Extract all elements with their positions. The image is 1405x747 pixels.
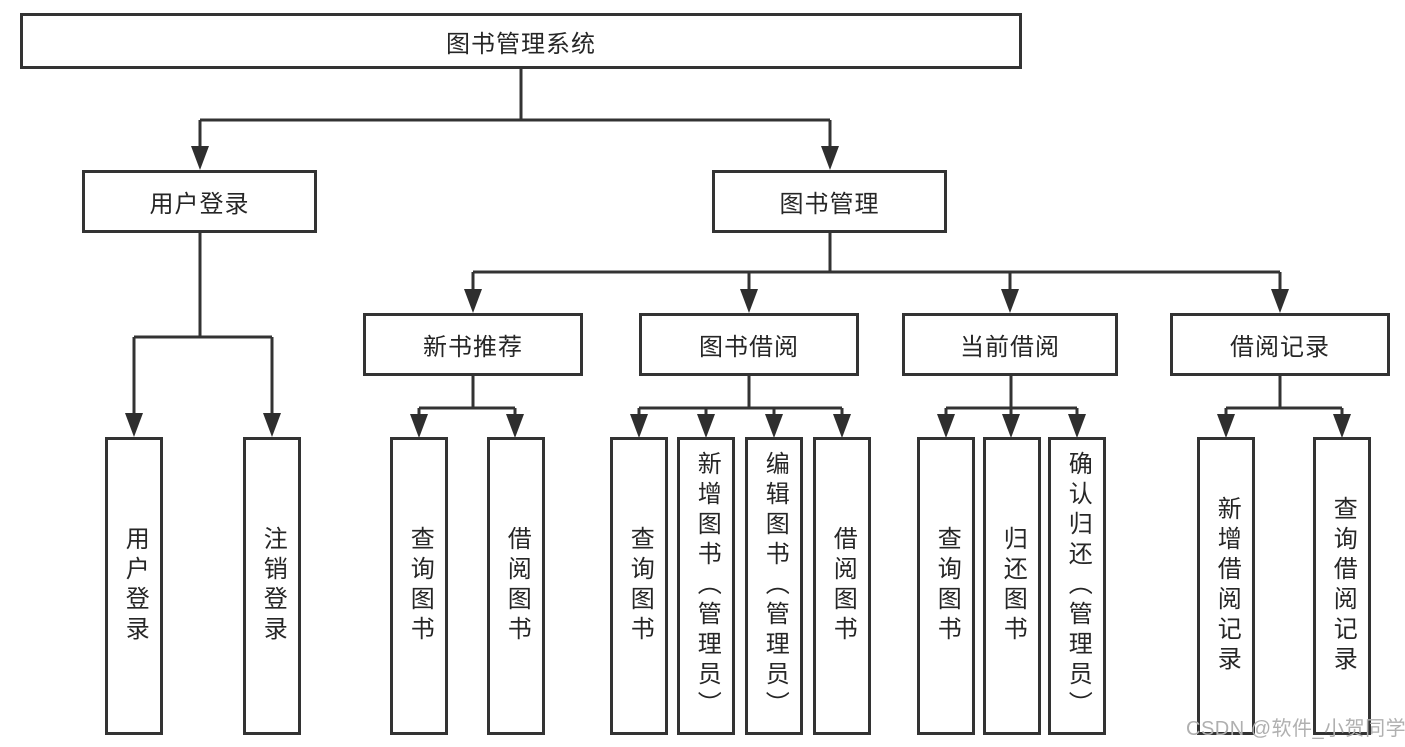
arrowhead-user-login: [191, 146, 209, 170]
node-book-borrow: 图书借阅: [639, 313, 859, 376]
arrowhead-leaf-query-book-cur: [937, 414, 955, 438]
arrowhead-book-borrow: [740, 289, 758, 313]
arrowhead-leaf-add-book: [697, 414, 715, 438]
leaf-add-borrow-record: 新增借阅记录: [1197, 437, 1255, 735]
node-book-borrow-label: 图书借阅: [699, 334, 799, 361]
leaf-query-book-rec: 查询图书: [390, 437, 448, 735]
node-borrow-record: 借阅记录: [1170, 313, 1390, 376]
connector-current-borrow-leaves: [937, 376, 1086, 438]
arrowhead-leaf-borrow-book-bor: [833, 414, 851, 438]
node-borrow-record-label: 借阅记录: [1230, 334, 1330, 361]
connector-book-mgmt-level3: [464, 233, 1289, 313]
leaf-return-book-label: 归还图书: [999, 526, 1027, 646]
leaf-edit-book: 编辑图书（管理员）: [745, 437, 803, 735]
leaf-confirm-return-label: 确认归还（管理员）: [1064, 451, 1092, 721]
arrowhead-leaf-logout: [263, 413, 281, 437]
node-user-login: 用户登录: [82, 170, 317, 233]
leaf-borrow-book-rec: 借阅图书: [487, 437, 545, 735]
leaf-query-borrow-record: 查询借阅记录: [1313, 437, 1371, 735]
leaf-query-book-cur: 查询图书: [917, 437, 975, 735]
arrowhead-leaf-add-borrow-record: [1217, 414, 1235, 438]
node-new-book-rec-label: 新书推荐: [423, 334, 523, 361]
node-user-login-label: 用户登录: [149, 191, 250, 218]
leaf-borrow-book-bor-label: 借阅图书: [829, 526, 857, 646]
arrowhead-leaf-edit-book: [765, 414, 783, 438]
leaf-edit-book-label: 编辑图书（管理员）: [761, 451, 789, 721]
arrowhead-leaf-user-login: [125, 413, 143, 437]
node-root: 图书管理系统: [20, 13, 1022, 69]
node-book-mgmt-label: 图书管理: [779, 191, 880, 218]
leaf-user-login: 用户登录: [105, 437, 163, 735]
arrowhead-leaf-confirm-return: [1068, 414, 1086, 438]
node-current-borrow: 当前借阅: [902, 313, 1118, 376]
leaf-query-book-rec-label: 查询图书: [406, 526, 434, 646]
leaf-query-book-bor-label: 查询图书: [626, 526, 654, 646]
csdn-watermark: CSDN @软件_小贺同学: [1186, 718, 1405, 740]
leaf-add-book: 新增图书（管理员）: [677, 437, 735, 735]
leaf-logout: 注销登录: [243, 437, 301, 735]
leaf-user-login-label: 用户登录: [121, 526, 149, 646]
node-root-label: 图书管理系统: [446, 30, 596, 58]
arrowhead-leaf-query-book-rec: [410, 414, 428, 438]
connector-new-book-rec-leaves: [410, 376, 524, 438]
leaf-query-book-cur-label: 查询图书: [933, 526, 961, 646]
leaf-add-book-label: 新增图书（管理员）: [693, 451, 721, 721]
arrowhead-new-book-rec: [464, 289, 482, 313]
connector-user-login-leaves: [125, 233, 281, 437]
leaf-return-book: 归还图书: [983, 437, 1041, 735]
leaf-query-borrow-record-label: 查询借阅记录: [1329, 496, 1357, 676]
leaf-confirm-return: 确认归还（管理员）: [1048, 437, 1106, 735]
arrowhead-borrow-record: [1271, 289, 1289, 313]
node-book-mgmt: 图书管理: [712, 170, 947, 233]
leaf-query-book-bor: 查询图书: [610, 437, 668, 735]
connector-book-borrow-leaves: [630, 376, 851, 438]
arrowhead-leaf-query-book-bor: [630, 414, 648, 438]
arrowhead-leaf-borrow-book-rec: [506, 414, 524, 438]
leaf-logout-label: 注销登录: [259, 526, 287, 646]
leaf-borrow-book-bor: 借阅图书: [813, 437, 871, 735]
connector-borrow-record-leaves: [1217, 376, 1351, 438]
arrowhead-current-borrow: [1001, 289, 1019, 313]
arrowhead-leaf-query-borrow-record: [1333, 414, 1351, 438]
leaf-borrow-book-rec-label: 借阅图书: [503, 526, 531, 646]
node-current-borrow-label: 当前借阅: [960, 334, 1060, 361]
arrowhead-leaf-return-book: [1002, 414, 1020, 438]
arrowhead-book-mgmt: [821, 146, 839, 170]
node-new-book-rec: 新书推荐: [363, 313, 583, 376]
leaf-add-borrow-record-label: 新增借阅记录: [1213, 496, 1241, 676]
connector-root-to-level2: [191, 69, 839, 170]
